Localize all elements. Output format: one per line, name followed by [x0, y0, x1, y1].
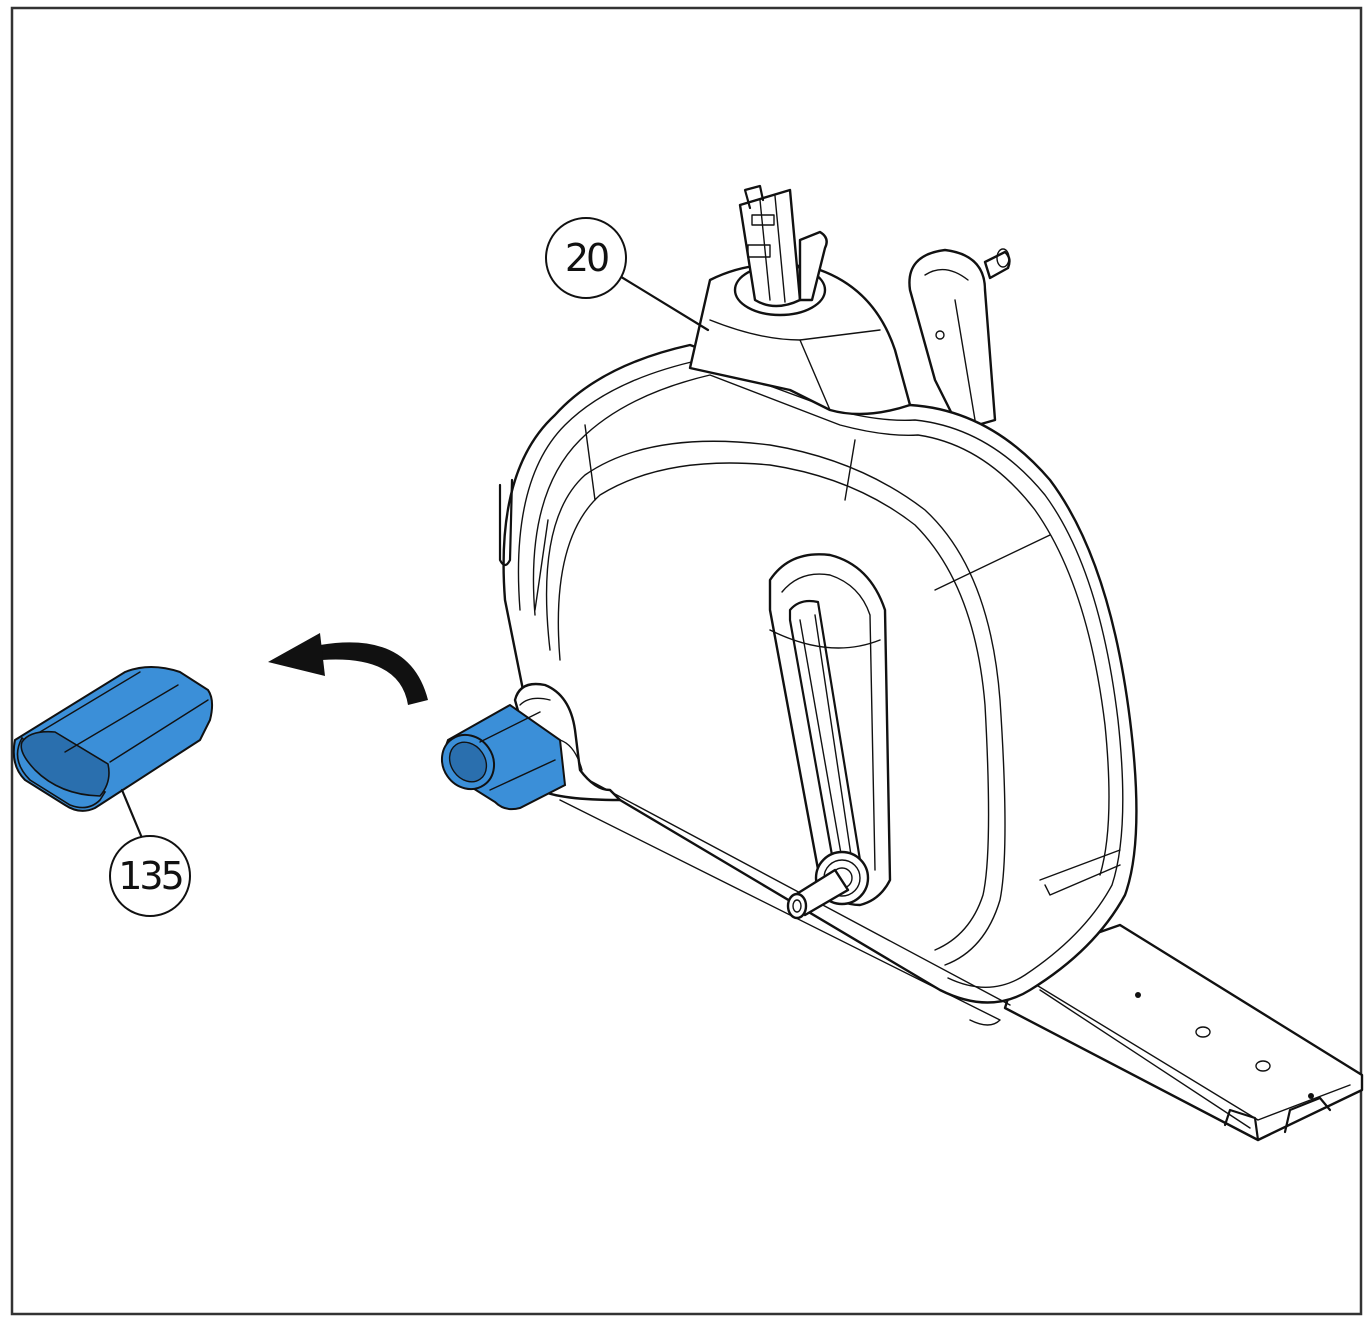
- rail-hole: [1308, 1093, 1314, 1099]
- leader-line-135: [120, 788, 144, 840]
- end-cap-135: [12, 666, 214, 812]
- installed-end-cap: [440, 703, 567, 811]
- callout-135: 135: [109, 835, 191, 917]
- crank-axle: [786, 850, 870, 920]
- rail-hole: [1135, 992, 1141, 998]
- leader-line-20: [616, 273, 710, 332]
- callout-20: 20: [545, 217, 627, 299]
- seat-post-tube: [688, 184, 912, 416]
- curved-arrow-icon: [268, 633, 428, 705]
- rail-hole: [1195, 1026, 1211, 1038]
- callout-135-label: 135: [118, 854, 182, 898]
- diagram-frame: [10, 6, 1363, 1316]
- callout-20-label: 20: [565, 236, 608, 280]
- rail-hole: [1255, 1060, 1271, 1072]
- rear-bracket: [908, 248, 1011, 432]
- base-rail: [1003, 923, 1364, 1142]
